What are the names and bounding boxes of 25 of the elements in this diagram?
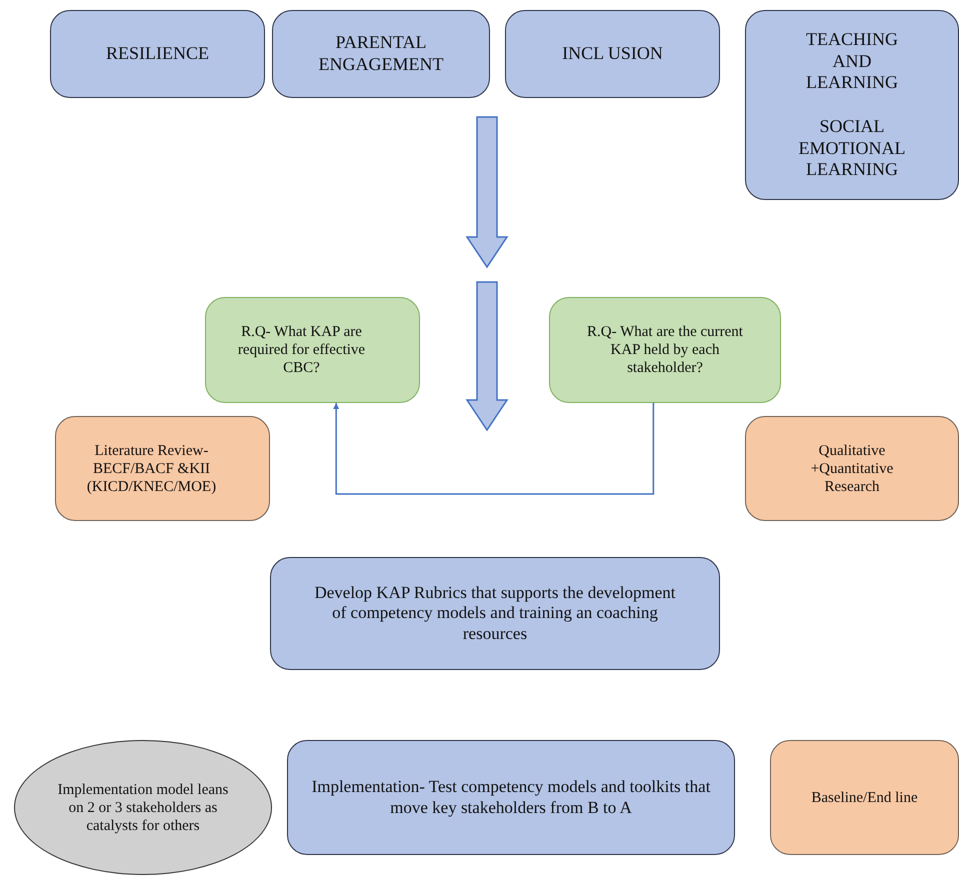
process-box — [270, 557, 720, 670]
node-text: Implementation- Test competency models and toolkits that move key stakeholders from B to A — [310, 777, 712, 818]
node-text: R.Q- What KAP are required for effective CBC? — [236, 323, 366, 377]
connector — [333, 403, 654, 495]
question-box — [205, 297, 420, 403]
process-box — [272, 10, 490, 98]
question-box — [549, 297, 781, 403]
process-box — [287, 740, 735, 855]
process-box — [505, 10, 720, 98]
node-text: RESILIENCE — [106, 43, 209, 65]
node-text: INCL USION — [562, 43, 663, 65]
process-box — [745, 10, 959, 200]
node-text: SOCIAL EMOTIONAL LEARNING — [798, 116, 906, 181]
node-text: R.Q- What are the current KAP held by each stakeholder? — [586, 323, 744, 377]
node-text: Qualitative +Quantitative Research — [810, 442, 894, 496]
process-box — [50, 10, 265, 98]
node-text: Implementation model leans on 2 or 3 stakeholders as catalysts for others — [56, 780, 230, 834]
node-text: PARENTAL ENGAGEMENT — [318, 32, 444, 76]
method-box — [770, 740, 959, 855]
method-box — [55, 416, 270, 521]
node-text: TEACHING AND LEARNING — [805, 29, 899, 94]
node-text: Baseline/End line — [811, 788, 918, 806]
node-text: Literature Review- BECF/BACF &KII (KICD/KNEC/MOE) — [86, 442, 218, 496]
method-box — [745, 416, 959, 521]
node-text: Develop KAP Rubrics that supports the development of competency models and training an coaching resources — [313, 582, 677, 644]
